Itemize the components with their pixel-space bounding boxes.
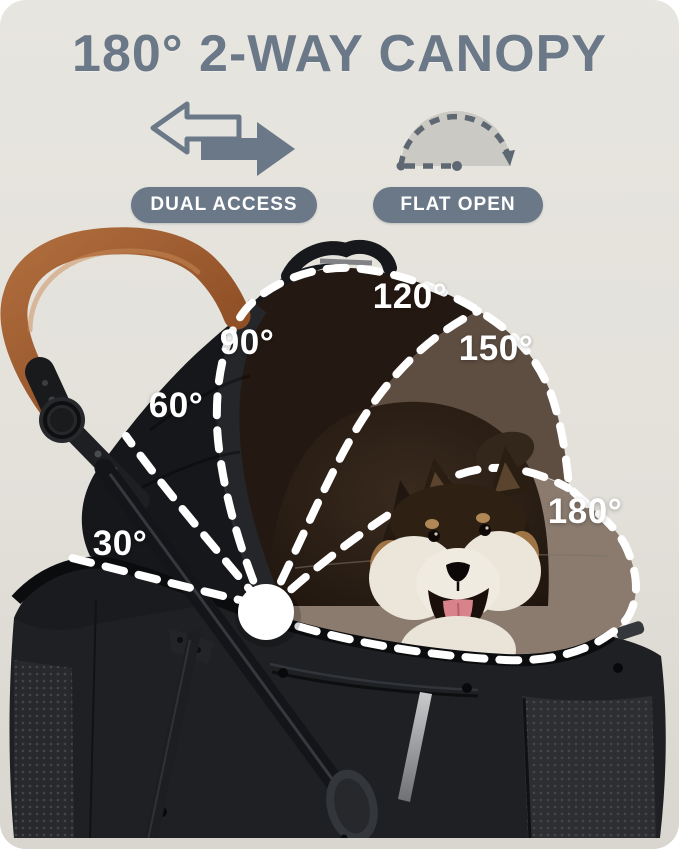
ray-60-dashed [122, 432, 264, 606]
hinge-knob-inner [50, 408, 74, 432]
dog-nose [446, 562, 470, 582]
snap-button-1 [278, 668, 288, 678]
dog-eye-glint-left [434, 532, 438, 536]
handlebar-tube [0, 227, 251, 434]
mesh-pocket-left-dots [14, 660, 74, 838]
dog-brow-left [425, 519, 439, 529]
dog-eye-glint-right [485, 526, 489, 530]
handle-rivet-2 [42, 380, 48, 386]
dog-eye-right [479, 524, 491, 536]
canopy-strap-bar [319, 258, 373, 266]
dual-access-badge: DUAL ACCESS [131, 187, 317, 223]
left-arrow-outline [150, 101, 242, 155]
frame-tube-main-highlight [108, 473, 348, 799]
silver-trim [398, 692, 432, 802]
frame-tube-rear-highlight [147, 639, 191, 841]
arc-arrowhead [501, 150, 515, 166]
basket-folded-front [14, 559, 210, 630]
page-title: 180° 2-WAY CANOPY [72, 25, 607, 83]
pivot-circle [238, 584, 294, 640]
bracket-screw-1 [177, 637, 183, 643]
angle-label-90: 90° [219, 323, 275, 362]
front-fold-shadow [271, 670, 479, 698]
flat-open-icon-wrap [391, 95, 526, 183]
ray-120-dashed [262, 307, 482, 616]
mesh-pocket-right-seam [522, 697, 532, 839]
canopy-top-strap [281, 239, 397, 283]
frame-tube-rear [143, 629, 201, 849]
handlebar-highlight [27, 248, 201, 333]
basket-seam-left [89, 599, 97, 839]
baseline-dot-center [451, 161, 462, 171]
fold-disc-inner [334, 778, 370, 834]
right-arrow-solid [201, 122, 295, 176]
dog-eye-left [428, 530, 440, 542]
rim-dashed [262, 612, 614, 665]
flat-open-badge: FLAT OPEN [373, 187, 543, 223]
hinge-rivet-1 [94, 450, 102, 458]
dog [369, 446, 541, 684]
baseline-dot-left [396, 161, 405, 171]
angle-label-120: 120° [372, 277, 448, 316]
snap-button-2 [462, 683, 472, 693]
hinge-knob-ring [43, 401, 81, 439]
angle-label-60: 60° [148, 386, 204, 425]
arc-dashed [397, 113, 512, 167]
canopy-fold-1 [149, 374, 251, 432]
angle-label-180: 180° [547, 492, 623, 531]
angle-dashes [60, 263, 640, 665]
canopy-mesh-strip [217, 299, 279, 601]
angle-label-30: 30° [92, 524, 148, 563]
snap-button-4 [613, 663, 623, 673]
angle-label-150: 150° [458, 329, 534, 368]
front-fold-highlight [269, 662, 479, 692]
left-right-arrows-icon [150, 101, 295, 176]
canopy-edge-and-arc-dashed [212, 263, 640, 638]
rim-buckle [616, 621, 645, 640]
dog-right-ear-inner [495, 462, 520, 492]
mesh-pocket-right-dots [522, 696, 656, 838]
floor-strip [0, 838, 679, 849]
dog-brow-right [476, 513, 490, 523]
half-circle-arc-icon [396, 111, 515, 171]
ray-30-dashed [60, 552, 260, 608]
dual-access-icon-wrap [149, 95, 299, 183]
frame [94, 458, 432, 849]
feature-dual-access: DUAL ACCESS [131, 95, 317, 223]
feature-flat-open: FLAT OPEN [373, 95, 543, 223]
